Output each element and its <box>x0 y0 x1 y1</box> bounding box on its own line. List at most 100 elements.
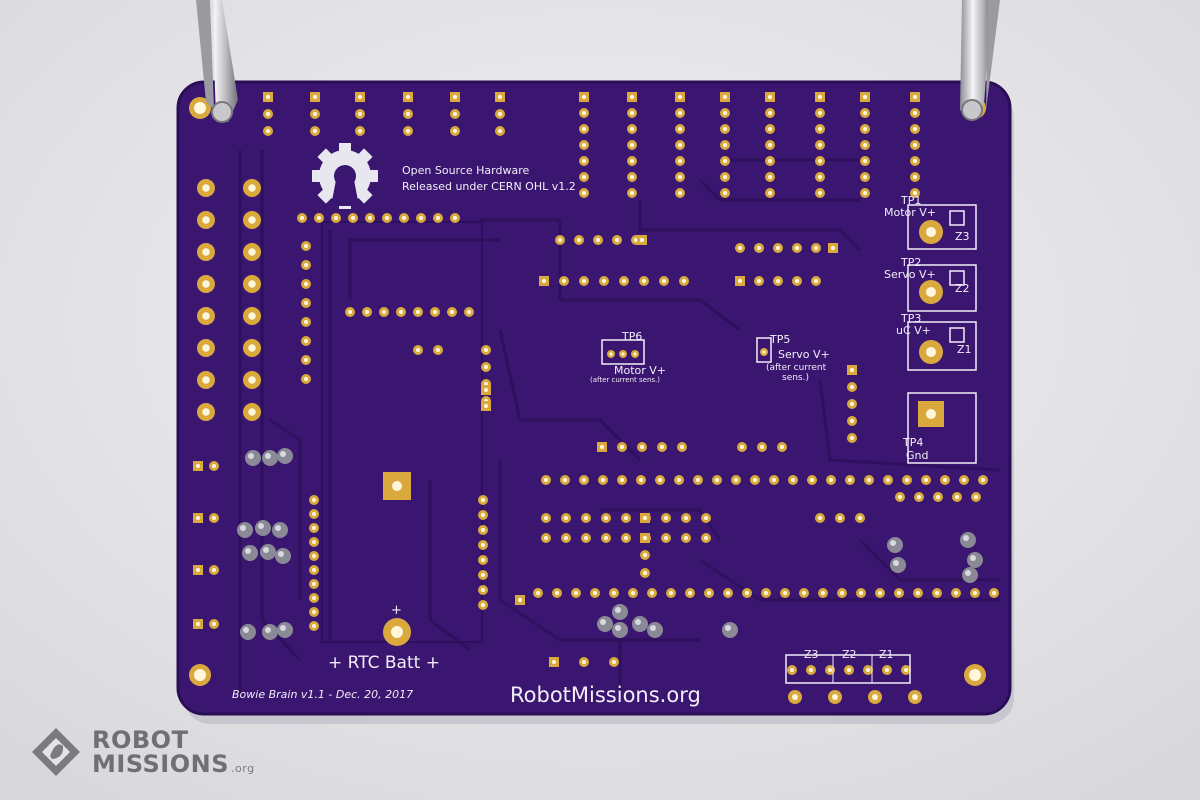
tp4-label: TP4 <box>902 436 923 449</box>
pad-hole <box>303 319 309 325</box>
pad-hole <box>415 347 421 353</box>
pad-hole <box>677 142 683 148</box>
pad-hole <box>767 174 773 180</box>
pad-hole <box>744 590 750 596</box>
pad-hole <box>452 128 458 134</box>
pad-hole <box>265 94 271 100</box>
pad-hole <box>912 110 918 116</box>
logo-suffix: .org <box>231 762 255 775</box>
pad-hole <box>581 158 587 164</box>
tp1-group: TP1 Motor V+ Z3 <box>884 194 977 250</box>
solder-highlight <box>615 607 621 613</box>
pad-hole <box>817 110 823 116</box>
tp2-group: TP2 Servo V+ Z2 <box>884 256 977 312</box>
pad-hole <box>483 403 489 409</box>
pad-hole <box>265 111 271 117</box>
pad-hole <box>629 158 635 164</box>
pad-hole <box>790 477 796 483</box>
pad-hole <box>954 494 960 500</box>
zone-label-z3: Z3 <box>804 648 819 661</box>
pad-hole <box>767 94 773 100</box>
tp3-group: TP3 uC V+ Z1 <box>896 312 977 371</box>
solder-joints <box>237 448 983 640</box>
tp3-zone: Z1 <box>957 343 972 356</box>
pad-hole <box>912 694 918 700</box>
pad-hole <box>767 126 773 132</box>
testpoint-hole <box>926 409 936 419</box>
version-text: Bowie Brain v1.1 - Dec. 20, 2017 <box>232 688 413 701</box>
pad-hole <box>676 477 682 483</box>
pad-hole <box>629 174 635 180</box>
pad-hole <box>480 587 486 593</box>
trace <box>498 460 700 642</box>
pad-hole <box>722 174 728 180</box>
pad-hole <box>435 215 441 221</box>
pad-hole <box>629 110 635 116</box>
rtc-batt-label: + RTC Batt + <box>328 653 440 673</box>
testpoint-hole <box>926 287 936 297</box>
pad-hole <box>611 659 617 665</box>
pad-hole <box>739 444 745 450</box>
trace <box>638 200 862 252</box>
pad-hole <box>452 111 458 117</box>
pad-hole <box>573 590 579 596</box>
pad-hole <box>779 444 785 450</box>
pad-hole <box>897 494 903 500</box>
mounting-hole <box>969 669 981 681</box>
pad-hole <box>961 477 967 483</box>
solder-highlight <box>965 570 971 576</box>
pad-hole <box>638 477 644 483</box>
tp5-label: TP5 <box>769 333 790 346</box>
pad-hole <box>837 515 843 521</box>
tp4-group: TP4 Gnd <box>902 392 977 464</box>
pad-hole <box>849 384 855 390</box>
pad-hole <box>347 309 353 315</box>
tp4-desc: Gnd <box>906 449 928 462</box>
pad-hole <box>677 158 683 164</box>
pad-hole <box>311 553 317 559</box>
pad-hole <box>211 463 217 469</box>
pad-hole <box>629 94 635 100</box>
pad-hole <box>480 497 486 503</box>
pad-hole <box>202 376 210 384</box>
pad-hole <box>405 94 411 100</box>
pad-hole <box>265 128 271 134</box>
pad-hole <box>303 262 309 268</box>
pad-hole <box>497 111 503 117</box>
solder-highlight <box>615 625 621 631</box>
pad-hole <box>942 477 948 483</box>
pad-hole <box>614 237 620 243</box>
pad-hole <box>312 94 318 100</box>
pad-hole <box>557 237 563 243</box>
pad-hole <box>611 590 617 596</box>
solder-highlight <box>890 540 896 546</box>
pad-hole <box>872 694 878 700</box>
pad-hole <box>562 477 568 483</box>
tp6-note: (after current sens.) <box>590 376 660 384</box>
pad-hole <box>480 557 486 563</box>
pad-hole <box>405 128 411 134</box>
pad-hole <box>480 602 486 608</box>
logo-word-robot: ROBOT <box>92 726 189 754</box>
pad-hole <box>303 281 309 287</box>
testpoint-hole <box>926 227 936 237</box>
pad-hole <box>912 190 918 196</box>
solder-highlight <box>275 525 281 531</box>
pad-hole <box>483 347 489 353</box>
pad-hole <box>480 572 486 578</box>
pad-hole <box>202 280 210 288</box>
oshw-line2: Released under CERN OHL v1.2 <box>402 180 576 193</box>
pad-hole <box>581 659 587 665</box>
pad-hole <box>497 128 503 134</box>
pad-hole <box>703 515 709 521</box>
pad-hole <box>195 463 201 469</box>
pad-hole <box>581 142 587 148</box>
pad-hole <box>695 477 701 483</box>
pad-hole <box>195 621 201 627</box>
pad-hole <box>934 590 940 596</box>
pad-hole <box>668 590 674 596</box>
pad-hole <box>733 477 739 483</box>
pad-hole <box>449 309 455 315</box>
solder-highlight <box>650 625 656 631</box>
pad-hole <box>563 535 569 541</box>
